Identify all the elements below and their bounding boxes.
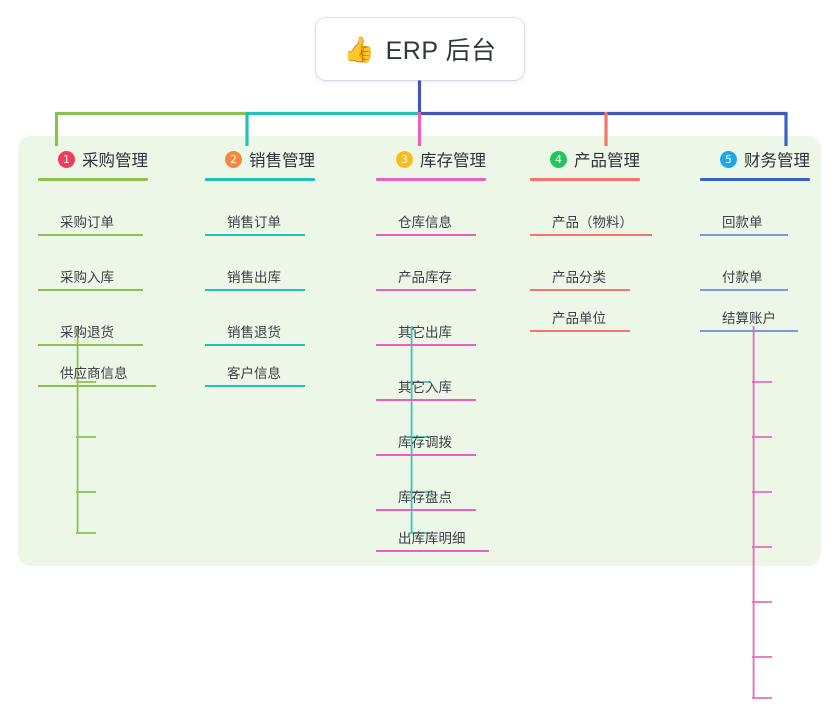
leaf-item[interactable]: 销售订单 [205,202,305,236]
leaf-label: 供应商信息 [60,366,128,381]
branch-title-4: 产品管理 [574,152,640,170]
leaf-label: 仓库信息 [398,215,452,230]
leaf-item[interactable]: 出库库明细 [376,518,489,552]
leaf-item[interactable]: 销售出库 [205,257,305,291]
branch-header-sales[interactable]: 2 销售管理 [205,146,355,172]
leaf-rule [205,385,305,387]
branch-header-inventory[interactable]: 3 库存管理 [376,146,536,172]
leaf-rule [376,289,476,291]
branch-column-inventory: 3 库存管理 仓库信息 产品库存 其它出库 其它入库 [376,146,772,699]
leaf-rule [376,234,476,236]
branch-title-3: 库存管理 [420,152,486,170]
leaf-rule [376,399,476,401]
leaf-rule [376,454,476,456]
leaf-rule [530,289,630,291]
leaf-label: 采购退货 [60,325,114,340]
leaf-rule [38,385,156,387]
leaf-item[interactable]: 采购订单 [38,202,143,236]
branch-rule-5 [700,178,810,181]
leaf-item[interactable]: 供应商信息 [38,353,156,387]
leaf-rule [700,289,788,291]
branch-rule-3 [376,178,486,181]
branch-header-finance[interactable]: 5 财务管理 [700,146,830,172]
leaf-rule [205,234,305,236]
leaf-label: 产品库存 [398,270,452,285]
leaf-label: 结算账户 [722,311,776,326]
leaf-item[interactable]: 仓库信息 [376,202,476,236]
leaf-rule [38,234,143,236]
leaf-item[interactable]: 库存盘点 [376,477,476,511]
leaf-item[interactable]: 产品分类 [530,257,630,291]
branch-badge-2: 2 [225,150,242,168]
root-node-card[interactable]: 👍 ERP 后台 [316,18,524,80]
branch-badge-1: 1 [58,150,75,168]
leaf-item[interactable]: 结算账户 [700,298,798,332]
branch-rule-2 [205,178,315,181]
branch-column-finance: 5 财务管理 回款单 付款单 结算账户 [700,146,830,332]
leaf-item[interactable]: 产品（物料） [530,202,652,236]
leaf-item[interactable]: 回款单 [700,202,788,236]
leaf-rule [205,289,305,291]
branch-rule-1 [38,178,148,181]
leaf-item[interactable]: 采购退货 [38,312,143,346]
leaf-label: 产品分类 [552,270,606,285]
leaf-item[interactable]: 产品单位 [530,298,630,332]
leaf-rule [530,234,652,236]
leaf-rule [530,330,630,332]
branch-header-purchasing[interactable]: 1 采购管理 [38,146,188,172]
leaf-label: 其它入库 [398,380,452,395]
branch-title-5: 财务管理 [744,152,810,170]
leaf-label: 客户信息 [227,366,281,381]
branch-column-purchasing: 1 采购管理 采购订单 采购入库 采购退货 供应商信息 [38,146,188,534]
leaf-rule [376,509,476,511]
mindmap-canvas: 1 采购管理 采购订单 采购入库 采购退货 供应商信息 [18,18,830,699]
branch-badge-5: 5 [720,150,737,168]
branch-title-1: 采购管理 [82,152,148,170]
leaf-label: 付款单 [722,270,763,285]
leaf-rule [205,344,305,346]
leaf-label: 库存调拨 [398,435,452,450]
leaf-item[interactable]: 付款单 [700,257,788,291]
leaf-rule [700,330,798,332]
leaf-item[interactable]: 其它出库 [376,312,476,346]
leaf-label: 销售出库 [227,270,281,285]
leaf-rule [376,344,476,346]
leaf-rule [376,550,489,552]
leaf-rule [38,344,143,346]
leaf-label: 销售退货 [227,325,281,340]
branch-column-product: 4 产品管理 产品（物料） 产品分类 产品单位 [530,146,700,332]
leaf-item[interactable]: 采购入库 [38,257,143,291]
thumbs-up-icon: 👍 [343,34,375,64]
leaf-label: 其它出库 [398,325,452,340]
leaf-rule [38,289,143,291]
branch-title-2: 销售管理 [249,152,315,170]
diagram-panel [18,136,821,566]
leaf-label: 出库库明细 [398,531,466,546]
branch-column-sales: 2 销售管理 销售订单 销售出库 销售退货 客户信息 [205,146,430,534]
leaf-label: 产品单位 [552,311,606,326]
leaf-label: 库存盘点 [398,490,452,505]
leaf-label: 采购入库 [60,270,114,285]
leaf-item[interactable]: 库存调拨 [376,422,476,456]
branch-badge-4: 4 [550,150,567,168]
leaf-item[interactable]: 产品库存 [376,257,476,291]
branch-header-product[interactable]: 4 产品管理 [530,146,700,172]
leaf-label: 回款单 [722,215,763,230]
branch-rule-4 [530,178,640,181]
leaf-item[interactable]: 客户信息 [205,353,305,387]
branch-badge-3: 3 [396,150,413,168]
leaf-label: 销售订单 [227,215,281,230]
leaf-label: 产品（物料） [552,215,633,230]
leaf-item[interactable]: 销售退货 [205,312,305,346]
leaf-item[interactable]: 其它入库 [376,367,476,401]
root-title: ERP 后台 [385,37,497,65]
leaf-rule [700,234,788,236]
leaf-label: 采购订单 [60,215,114,230]
